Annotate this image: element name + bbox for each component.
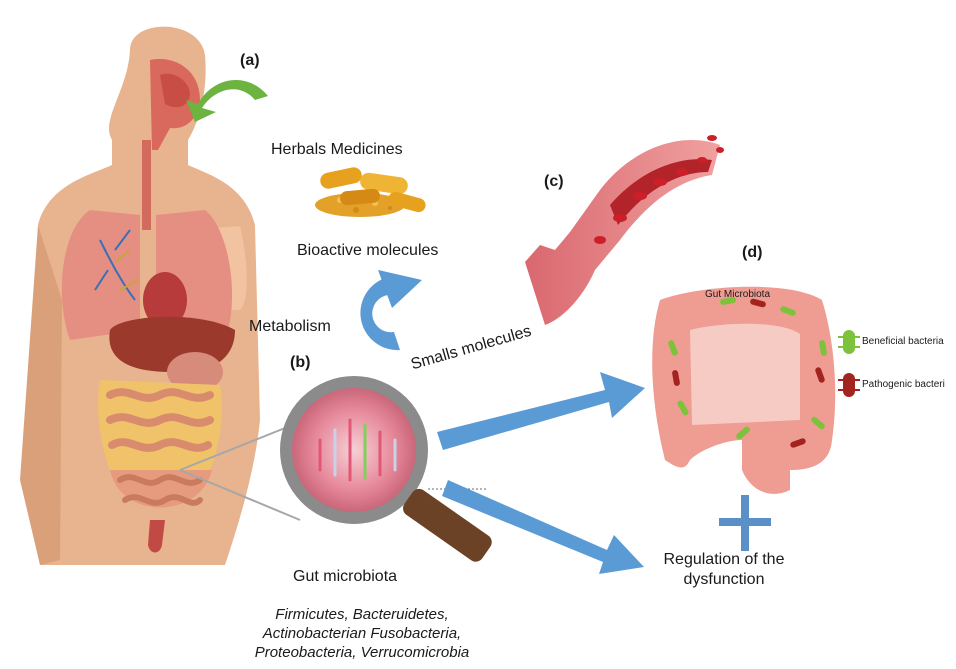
panel-label-b: (b)	[290, 354, 310, 372]
beneficial-bacteria-icon	[838, 330, 860, 354]
bioactive-molecules-label: Bioactive molecules	[297, 242, 438, 260]
herbal-capsules-illustration	[315, 166, 427, 217]
metabolism-label: Metabolism	[249, 318, 331, 336]
pathogenic-bacteria-label: Pathogenic bacteri	[862, 379, 945, 390]
regulation-plus-icon	[719, 495, 771, 551]
phyla-line: Proteobacteria, Verrucomicrobia	[237, 643, 487, 662]
panel-label-d: (d)	[742, 244, 762, 262]
phyla-list: Firmicutes, Bacteruidetes, Actinobacteri…	[237, 605, 487, 662]
regulation-line: Regulation of the	[652, 550, 796, 570]
colon-illustration	[652, 287, 835, 494]
beneficial-bacteria-label: Beneficial bacteria	[862, 336, 944, 347]
herbal-medicines-label: Herbals Medicines	[271, 141, 403, 159]
panel-label-c: (c)	[544, 173, 564, 191]
phyla-line: Actinobacterian Fusobacteria,	[237, 624, 487, 643]
human-body-illustration	[20, 27, 260, 565]
pathogenic-bacteria-icon	[838, 373, 860, 397]
colon-title-label: Gut Microbiota	[705, 289, 770, 300]
regulation-line: dysfunction	[652, 570, 796, 590]
phyla-line: Firmicutes, Bacteruidetes,	[237, 605, 487, 624]
panel-label-a: (a)	[240, 52, 260, 70]
gut-microbiota-label: Gut microbiota	[293, 568, 397, 586]
regulation-label: Regulation of the dysfunction	[652, 550, 796, 590]
arrow-to-colon	[437, 372, 645, 450]
